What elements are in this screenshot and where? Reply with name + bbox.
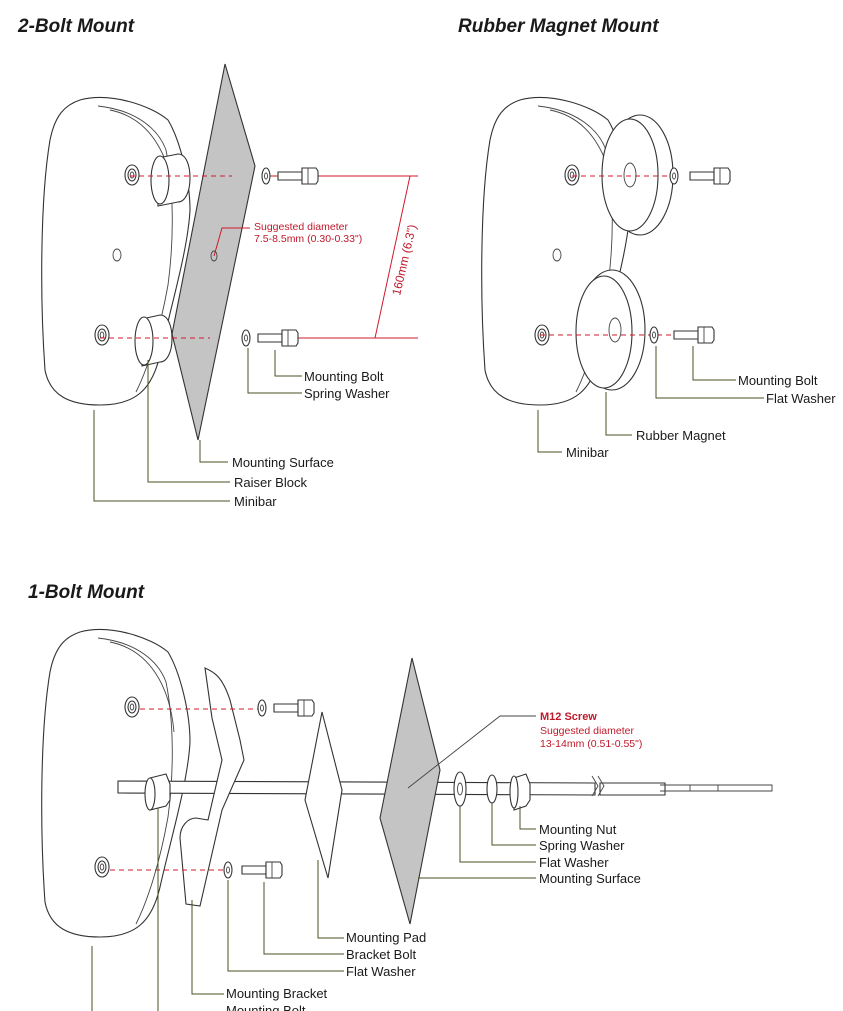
hole-note-2bolt: Suggested diameter <box>254 221 348 233</box>
one-bolt-title: 1-Bolt Mount <box>28 582 145 603</box>
label-minibar-m: Minibar <box>566 445 609 460</box>
label-mounting-bolt-m: Mounting Bolt <box>738 373 818 388</box>
label-mounting-pad: Mounting Pad <box>346 930 426 945</box>
label-mounting-bracket: Mounting Bracket <box>226 986 328 1001</box>
one-bolt-section: 1-Bolt Mount M12 Screw <box>28 582 773 1011</box>
rubber-magnet-top <box>601 114 674 236</box>
magnet-section: Rubber Magnet Mount Mounting Bolt Fl <box>458 16 836 460</box>
label-raiser-block: Raiser Block <box>234 475 307 490</box>
magnet-title: Rubber Magnet Mount <box>458 16 659 37</box>
two-bolt-title: 2-Bolt Mount <box>17 16 135 37</box>
minibar-unit-magnet <box>481 97 631 406</box>
mounting-surface-plate <box>171 63 256 441</box>
mounting-pad <box>304 711 343 879</box>
raiser-block-top <box>150 153 191 207</box>
hole-note-1bolt: Suggested diameter <box>540 725 634 737</box>
hole-size-2bolt: 7.5-8.5mm (0.30-0.33") <box>254 233 362 245</box>
spacing-label: 160mm (6.3") <box>389 223 419 297</box>
label-minibar-2: Minibar <box>234 494 277 509</box>
minibar-unit <box>41 97 191 406</box>
two-bolt-section: 2-Bolt Mount Sug <box>17 16 419 509</box>
top-bolt-stack <box>261 167 319 185</box>
label-mounting-bolt-2: Mounting Bolt <box>304 369 384 384</box>
mounting-bracket <box>179 667 245 907</box>
label-spring-washer-1: Spring Washer <box>539 838 625 853</box>
rod-nut-left <box>144 773 171 811</box>
bottom-bolt-stack <box>241 329 299 347</box>
label-flat-washer-1: Flat Washer <box>539 855 609 870</box>
mounting-surface-plate-1 <box>379 657 441 925</box>
rubber-magnet-bottom <box>575 269 646 391</box>
label-mounting-nut: Mounting Nut <box>539 822 617 837</box>
m12-screw-label: M12 Screw <box>540 711 597 723</box>
label-mounting-surface-1: Mounting Surface <box>539 871 641 886</box>
label-flat-washer-left: Flat Washer <box>346 964 416 979</box>
label-spring-washer-2: Spring Washer <box>304 386 390 401</box>
label-flat-washer-m: Flat Washer <box>766 391 836 406</box>
label-mounting-bolt-1: Mounting Bolt <box>226 1003 306 1011</box>
hole-size-1bolt: 13-14mm (0.51-0.55") <box>540 738 642 750</box>
label-bracket-bolt: Bracket Bolt <box>346 947 416 962</box>
raiser-block-bottom <box>134 314 173 367</box>
label-mounting-surface-2: Mounting Surface <box>232 455 334 470</box>
label-rubber-magnet: Rubber Magnet <box>636 428 726 443</box>
